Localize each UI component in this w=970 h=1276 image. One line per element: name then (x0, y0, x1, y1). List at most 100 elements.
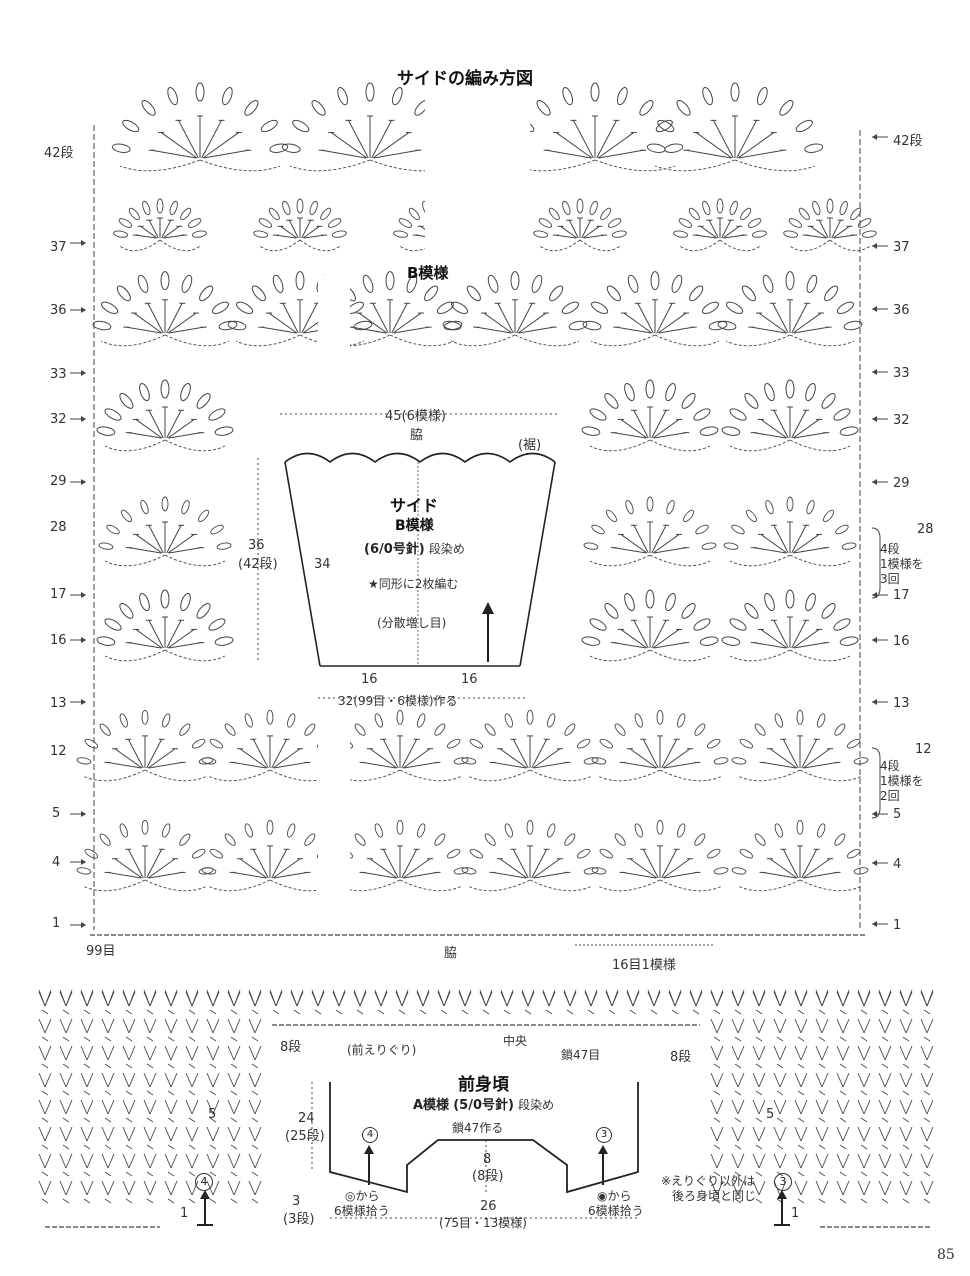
side-chart-title: サイドの編み方図 (397, 69, 533, 89)
v-stitch (122, 1072, 130, 1088)
row-label: 4 (893, 857, 902, 872)
v-stitch (227, 1153, 235, 1169)
chain-oval (683, 509, 695, 523)
chain-loop (207, 769, 271, 782)
single-crochet (41, 1198, 49, 1204)
v-stitch (821, 1099, 829, 1115)
top-width-label: 45(6模様) (385, 409, 446, 424)
v-stitch (815, 1126, 823, 1142)
puff-stitch (531, 274, 543, 293)
chain-oval (583, 757, 599, 765)
fan-motif (721, 379, 859, 452)
v-stitch (143, 1153, 151, 1169)
fan-motif (461, 819, 599, 892)
single-crochet (104, 1036, 112, 1042)
front-height-rows: (25段) (285, 1129, 325, 1144)
v-stitch (206, 1126, 214, 1142)
chain-oval (826, 198, 834, 214)
v-stitch (80, 1099, 88, 1115)
double-crochet (782, 739, 799, 769)
v-stitch (710, 1045, 718, 1061)
single-crochet (209, 1036, 217, 1042)
puff-stitch (730, 82, 740, 102)
single-crochet (209, 1090, 217, 1096)
double-crochet (791, 525, 807, 554)
neck-depth-rows: (8段) (472, 1169, 504, 1184)
v-stitch (836, 1153, 844, 1169)
puff-stitch (836, 301, 854, 314)
chain-oval (179, 833, 191, 846)
chain-loop (399, 879, 463, 892)
v-stitch (836, 989, 844, 1007)
single-crochet (104, 1009, 112, 1015)
chain-oval (484, 723, 496, 736)
puff-stitch (824, 285, 839, 302)
height-cm: 36 (248, 538, 265, 553)
chain-oval (140, 499, 149, 515)
double-crochet (135, 234, 157, 239)
v-stitch (107, 1099, 115, 1115)
puff-stitch (272, 274, 284, 293)
row-label: 4 (52, 855, 61, 870)
single-crochet (818, 1144, 826, 1150)
chain-oval (857, 218, 872, 228)
v-stitch (731, 989, 739, 1007)
double-crochet (280, 225, 298, 239)
puff-stitch (104, 408, 122, 421)
chain-oval (747, 218, 762, 228)
chain-oval (612, 230, 627, 238)
chain-loop (337, 769, 401, 782)
single-crochet (125, 1144, 133, 1150)
puff-stitch (451, 301, 469, 314)
v-stitch (863, 1045, 871, 1061)
chain-loop (725, 334, 791, 347)
chain-oval (600, 207, 612, 221)
puff-stitch (665, 383, 676, 402)
row-label: 29 (893, 476, 910, 491)
v-stitch (143, 1018, 151, 1034)
side-schematic-panel (235, 400, 565, 710)
single-crochet (902, 1144, 910, 1150)
v-stitch (185, 1099, 193, 1115)
v-stitch (317, 989, 325, 1007)
single-crochet (83, 1036, 91, 1042)
single-crochet (209, 1144, 217, 1150)
v-stitch (164, 1045, 172, 1061)
v-stitch (248, 1018, 256, 1034)
puff-stitch (627, 274, 639, 293)
single-crochet (62, 1171, 70, 1177)
double-crochet (128, 547, 162, 554)
chain-oval (713, 867, 729, 875)
single-crochet (104, 1144, 112, 1150)
v-stitch (248, 1180, 256, 1196)
chain-oval (706, 738, 721, 749)
chain-oval (434, 723, 446, 736)
v-stitch (737, 1180, 745, 1196)
arrow-head (598, 1145, 608, 1154)
chain-oval (224, 723, 236, 736)
v-stitch (737, 1045, 745, 1061)
chain-loop (369, 159, 451, 172)
v-stitch (716, 1018, 724, 1034)
double-crochet (620, 534, 648, 554)
double-crochet (560, 225, 578, 239)
puff-stitch (436, 301, 454, 314)
puff-stitch (744, 603, 759, 619)
v-stitch (101, 1180, 109, 1196)
double-crochet (272, 748, 301, 769)
single-crochet (62, 1117, 70, 1123)
puff-stitch (101, 301, 119, 314)
puff-stitch (208, 408, 226, 421)
chain-oval (694, 723, 706, 736)
v-stitch (254, 1072, 262, 1088)
double-crochet (126, 326, 162, 334)
v-stitch (815, 989, 823, 1007)
chain-loop (529, 879, 593, 892)
row-label: 42段 (44, 146, 74, 161)
chain-oval (484, 833, 496, 846)
double-crochet (148, 761, 183, 769)
double-crochet (662, 858, 691, 879)
single-crochet (923, 1090, 931, 1096)
puff-stitch (167, 87, 178, 106)
arrow-head (81, 416, 86, 422)
